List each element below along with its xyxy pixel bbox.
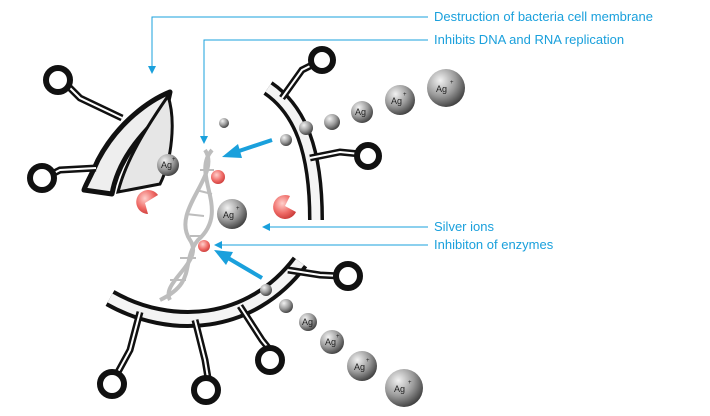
receptor (194, 320, 218, 402)
action-arrow (214, 250, 262, 278)
svg-text:Ag: Ag (391, 96, 402, 106)
svg-text:+: + (336, 334, 340, 340)
ag-ion (280, 134, 292, 146)
enzyme (273, 195, 296, 219)
action-arrow (222, 140, 272, 158)
svg-text:Ag: Ag (325, 337, 336, 347)
svg-text:Ag: Ag (223, 210, 234, 220)
receptor (240, 306, 282, 372)
svg-text:Ag: Ag (436, 84, 447, 94)
label-silver-ions: Silver ions (434, 219, 494, 234)
svg-text:+: + (408, 380, 412, 386)
ag-ion: Ag (351, 101, 373, 123)
ag-ion: Ag+ (217, 199, 247, 229)
ag-ion: Ag+ (385, 369, 423, 407)
svg-text:Ag: Ag (302, 317, 313, 327)
ag-ion: Ag+ (157, 154, 179, 176)
enzyme (211, 170, 225, 184)
receptor (100, 312, 140, 396)
label-dna-rna-inhibition: Inhibits DNA and RNA replication (434, 32, 624, 47)
receptor (310, 145, 379, 167)
svg-text:+: + (236, 206, 240, 212)
svg-text:+: + (450, 80, 454, 86)
receptor (282, 49, 333, 98)
svg-text:+: + (172, 157, 176, 163)
svg-text:Ag: Ag (354, 362, 365, 372)
svg-text:+: + (403, 92, 407, 98)
ag-ion (279, 299, 293, 313)
enzyme (136, 190, 158, 214)
bacterium-bottom (100, 262, 360, 402)
ag-ion: Ag+ (347, 351, 377, 381)
label-enzyme-inhibition: Inhibiton of enzymes (434, 237, 554, 252)
bacterium-top-left (30, 68, 172, 194)
receptor (46, 68, 122, 118)
label-membrane-destruction: Destruction of bacteria cell membrane (434, 9, 653, 24)
ag-ion (260, 284, 272, 296)
leader-membrane (152, 17, 428, 72)
ag-ion: Ag+ (320, 330, 344, 354)
ag-ion (299, 121, 313, 135)
svg-text:Ag: Ag (394, 384, 405, 394)
svg-text:+: + (366, 358, 370, 364)
ag-ion (324, 114, 340, 130)
ag-ion: Ag+ (385, 85, 415, 115)
svg-text:Ag: Ag (161, 160, 172, 170)
ag-ion (219, 118, 229, 128)
ag-ion: Ag+ (427, 69, 465, 107)
ag-ion: Ag (299, 313, 317, 331)
enzyme (198, 240, 210, 252)
svg-text:Ag: Ag (355, 107, 366, 117)
